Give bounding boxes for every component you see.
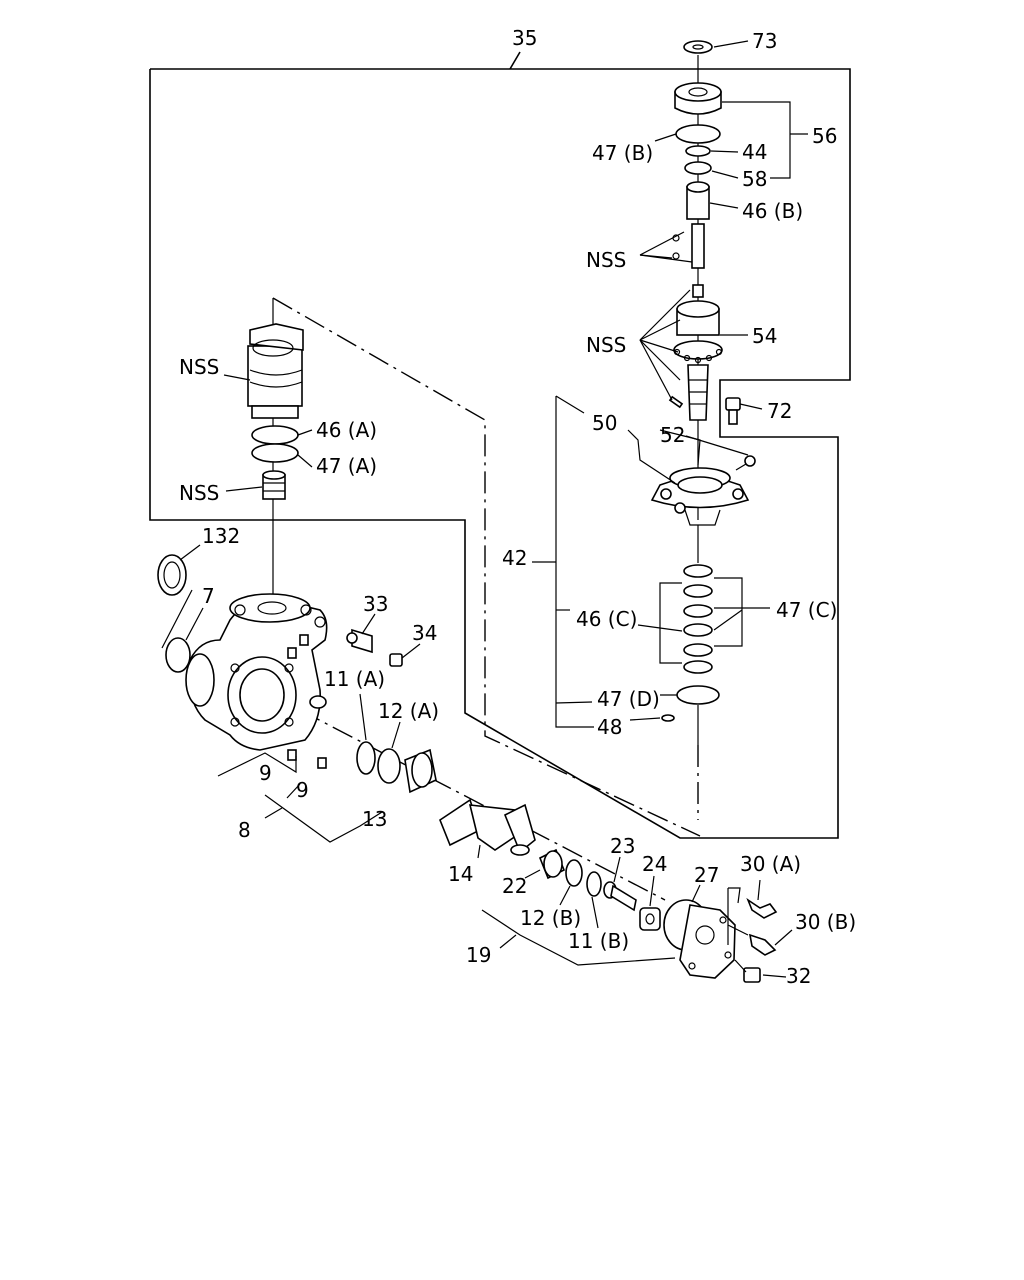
left-piston-parts xyxy=(247,298,304,600)
label-132: 132 xyxy=(202,524,240,548)
label-48: 48 xyxy=(597,715,622,739)
label-nss-shaft: NSS xyxy=(586,248,626,272)
part-11a-snapring xyxy=(356,741,376,775)
part-24-locknut xyxy=(639,907,661,931)
leader-lines xyxy=(161,40,808,978)
label-42: 42 xyxy=(502,546,527,570)
label-72: 72 xyxy=(767,399,792,423)
label-30a: 30 (A) xyxy=(740,852,801,876)
label-47c: 47 (C) xyxy=(776,598,837,622)
label-52: 52 xyxy=(660,423,685,447)
label-23: 23 xyxy=(610,834,635,858)
label-9-second: 9 xyxy=(296,778,309,802)
part-30b-bolt xyxy=(748,933,777,956)
label-8: 8 xyxy=(238,818,251,842)
label-33: 33 xyxy=(363,592,388,616)
part-22-bearing xyxy=(538,848,566,880)
label-11a: 11 (A) xyxy=(324,667,385,691)
part-132-seal xyxy=(157,554,187,596)
gearbox-housing xyxy=(157,554,328,769)
part-12a-seal xyxy=(377,748,401,784)
label-7: 7 xyxy=(202,584,215,608)
part-27-side-cover xyxy=(663,899,736,979)
label-14: 14 xyxy=(448,862,473,886)
label-12a: 12 (A) xyxy=(378,699,439,723)
label-73: 73 xyxy=(752,29,777,53)
label-46a: 46 (A) xyxy=(316,418,377,442)
label-12b: 12 (B) xyxy=(520,906,581,930)
part-14-sector-shaft xyxy=(439,798,536,856)
label-46c: 46 (C) xyxy=(576,607,637,631)
label-19: 19 xyxy=(466,943,491,967)
label-13: 13 xyxy=(362,807,387,831)
label-44: 44 xyxy=(742,140,767,164)
part-50-valve-housing xyxy=(650,467,750,526)
label-47a: 47 (A) xyxy=(316,454,377,478)
part-34-cap xyxy=(389,653,403,667)
part-46a-ring xyxy=(251,425,299,445)
callout-labels: 35 73 56 47 (B) 44 58 46 (B) NSS NSS 54 … xyxy=(179,26,856,988)
part-54-rotor xyxy=(668,300,723,421)
label-27: 27 xyxy=(694,863,719,887)
label-47b: 47 (B) xyxy=(592,141,653,165)
label-47d: 47 (D) xyxy=(597,687,660,711)
part-23-adjust-screw xyxy=(603,881,637,912)
part-11b-snapring xyxy=(586,871,602,897)
label-46b: 46 (B) xyxy=(742,199,803,223)
part-32-nut xyxy=(743,967,761,983)
part-73-washer xyxy=(683,40,713,54)
label-56: 56 xyxy=(812,124,837,148)
label-35: 35 xyxy=(512,26,537,50)
label-54: 54 xyxy=(752,324,777,348)
part-52-nipple xyxy=(735,455,756,471)
part-7-oring xyxy=(165,637,191,673)
label-34: 34 xyxy=(412,621,437,645)
label-11b: 11 (B) xyxy=(568,929,629,953)
part-30a-bolt xyxy=(746,897,778,919)
part-13-bearing xyxy=(404,748,437,794)
part-12b-seal xyxy=(565,859,583,887)
part-valve-shaft xyxy=(672,223,705,298)
label-9-first: 9 xyxy=(259,761,272,785)
part-fitting-nss xyxy=(262,470,286,500)
part-piston-nss xyxy=(247,323,304,419)
label-nss-rotor: NSS xyxy=(586,333,626,357)
part-44-seal xyxy=(685,145,711,157)
assembly-centerlines xyxy=(272,297,701,901)
label-50: 50 xyxy=(592,411,617,435)
part-72-bolt xyxy=(725,397,741,425)
part-47b-oring xyxy=(675,124,721,144)
label-58: 58 xyxy=(742,167,767,191)
part-47c-orings xyxy=(683,564,713,674)
group-frame-35 xyxy=(149,51,851,839)
label-22: 22 xyxy=(502,874,527,898)
label-24: 24 xyxy=(642,852,667,876)
part-47a-ring xyxy=(251,443,299,463)
part-56-cap xyxy=(674,82,722,115)
valve-stack-parts xyxy=(650,40,756,745)
label-32: 32 xyxy=(786,964,811,988)
part-33-fitting xyxy=(346,628,373,654)
part-47d-oring xyxy=(676,685,720,705)
part-46b-sleeve xyxy=(686,181,710,220)
label-nss-piston: NSS xyxy=(179,355,219,379)
label-30b: 30 (B) xyxy=(795,910,856,934)
part-58-ring xyxy=(684,161,712,175)
part-48-seal xyxy=(661,714,675,722)
label-nss-fitting: NSS xyxy=(179,481,219,505)
